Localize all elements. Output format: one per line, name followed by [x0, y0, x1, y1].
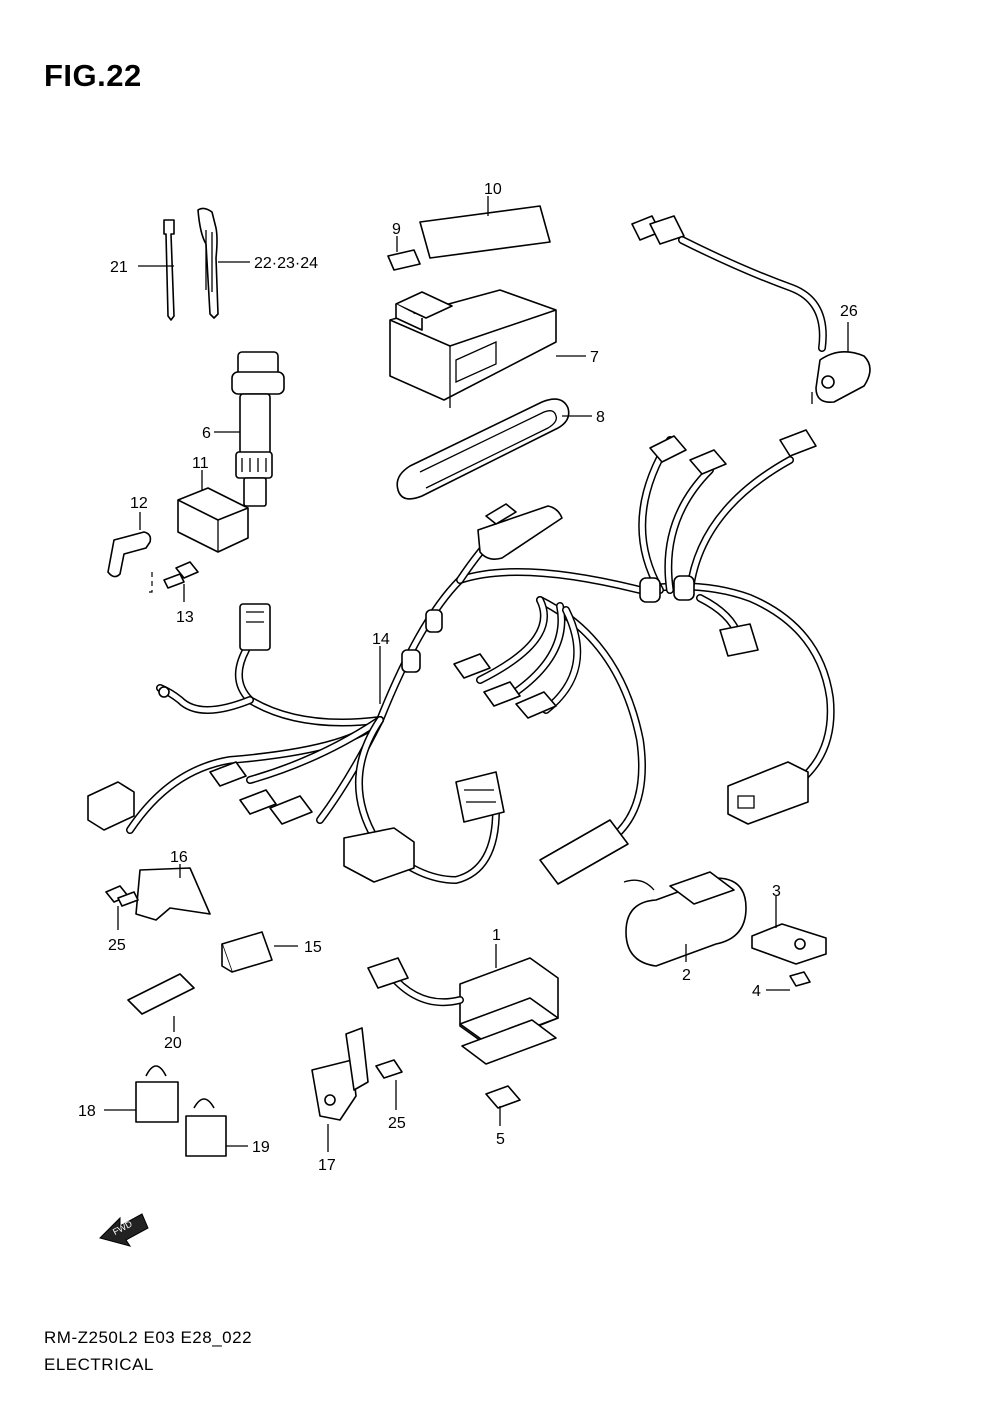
- bolt-5: [485, 1085, 521, 1126]
- bolt-25b: [375, 1059, 403, 1110]
- cable-tie-21: [138, 219, 175, 321]
- callout-4: 4: [752, 983, 761, 1000]
- figure-title: FIG.22: [44, 58, 142, 93]
- bolt-13: [163, 561, 199, 602]
- callout-11: 11: [192, 455, 209, 472]
- callout-15: 15: [304, 939, 322, 956]
- callout-25-right: 25: [388, 1115, 406, 1132]
- callout-9: 9: [392, 221, 401, 238]
- wiring-harness-14: [87, 429, 835, 885]
- ecm-band-8: [396, 398, 592, 500]
- cable-tie-22-23-24: [197, 207, 250, 319]
- section-caption: ELECTRICAL: [44, 1355, 154, 1374]
- callout-6: 6: [202, 425, 211, 442]
- screw-4: [766, 971, 811, 991]
- callout-14: 14: [372, 631, 390, 648]
- callout-13: 13: [176, 609, 194, 626]
- callout-16: 16: [170, 849, 188, 866]
- label-9: [387, 236, 421, 271]
- callout-3: 3: [772, 883, 781, 900]
- callout-1: 1: [492, 927, 501, 944]
- pad-20: [127, 973, 195, 1032]
- callout-19: 19: [252, 1139, 270, 1156]
- sensor-26: [631, 215, 871, 404]
- callout-8: 8: [596, 409, 605, 426]
- component-15: [221, 931, 298, 973]
- ignition-coil-6: [214, 351, 285, 507]
- bracket-17: [311, 1027, 369, 1152]
- regulator-1: [367, 944, 559, 1065]
- callout-17: 17: [318, 1157, 336, 1174]
- ecm-unit-7: [389, 289, 586, 408]
- connector-19: [185, 1098, 248, 1157]
- callout-25-left: 25: [108, 937, 126, 954]
- callout-21: 21: [110, 259, 128, 276]
- bracket-16: [135, 864, 211, 921]
- callout-22-23-24: 22·23·24: [254, 255, 318, 272]
- connector-18: [104, 1065, 179, 1123]
- model-code: RM-Z250L2 E03 E28_022: [44, 1328, 253, 1347]
- callout-5: 5: [496, 1131, 505, 1148]
- callout-20: 20: [164, 1035, 182, 1052]
- fwd-arrow-icon: FWD: [99, 1213, 149, 1247]
- callout-26: 26: [840, 303, 858, 320]
- callout-18: 18: [78, 1103, 96, 1120]
- callout-7: 7: [590, 349, 599, 366]
- plate-3: [751, 896, 827, 965]
- callout-10: 10: [484, 181, 502, 198]
- bolt-25a: [105, 885, 139, 930]
- relay-11: [177, 470, 249, 553]
- bracket-12: [107, 512, 153, 593]
- callout-2: 2: [682, 967, 691, 984]
- condenser-2: [623, 871, 747, 967]
- callout-12: 12: [130, 495, 148, 512]
- label-10: [419, 196, 551, 259]
